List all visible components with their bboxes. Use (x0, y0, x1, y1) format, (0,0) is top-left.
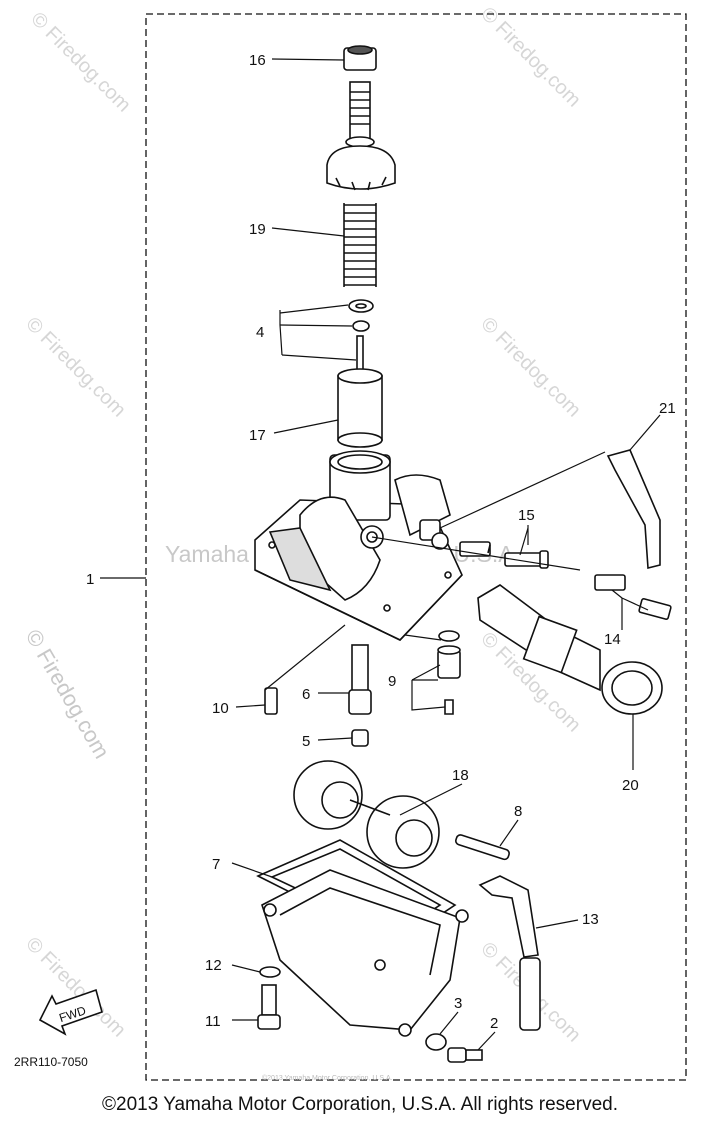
part-8-float-pin (455, 834, 510, 861)
part-18-float (293, 760, 440, 869)
watermark-tile: © Firedog.com (476, 3, 585, 112)
part-4-clip-washer (348, 299, 374, 332)
callout-13: 13 (582, 911, 599, 928)
callout-3: 3 (454, 995, 462, 1012)
callout-6: 6 (302, 686, 310, 703)
fwd-arrow-icon (38, 988, 103, 1036)
callout-20: 20 (622, 777, 639, 794)
callout-12: 12 (205, 957, 222, 974)
callout-10: 10 (212, 700, 229, 717)
part-19-spring (343, 203, 377, 287)
tiny-footer: ©2013 Yamaha Motor Corporation, U.S.A. (262, 1074, 393, 1082)
watermark-tile: © Firedog.com (21, 933, 130, 1042)
diagram-code: 2RR110-7050 (14, 1055, 88, 1069)
callout-18: 18 (452, 767, 469, 784)
callout-16: 16 (249, 52, 266, 69)
part-9-jet (437, 630, 461, 715)
part-14-screws (594, 574, 672, 620)
callout-5: 5 (302, 733, 310, 750)
assembly-frame (145, 13, 687, 1081)
part-16-nut (343, 45, 377, 71)
part-6-needle-jet (348, 644, 372, 715)
callout-21: 21 (659, 400, 676, 417)
part-mixing-chamber-top (326, 81, 396, 191)
callout-8: 8 (514, 803, 522, 820)
callout-15: 15 (518, 507, 535, 524)
watermark-tile: © Firedog.com (476, 313, 585, 422)
callout-4: 4 (256, 324, 264, 341)
part-21-hose (606, 449, 661, 570)
part-11-screw (257, 984, 281, 1030)
callout-19: 19 (249, 221, 266, 238)
callout-1: 1 (86, 571, 94, 588)
watermark-tile: © Firedog.com (21, 313, 130, 422)
part-1-carburetor-body (254, 450, 463, 641)
callout-14: 14 (604, 631, 621, 648)
leader-lines (100, 58, 661, 1051)
callout-labels: 16 19 4 17 21 15 1 14 9 10 6 5 20 18 8 7… (86, 52, 676, 1032)
callout-11: 11 (205, 1013, 221, 1030)
callout-2: 2 (490, 1015, 498, 1032)
callout-17: 17 (249, 427, 266, 444)
part-float-bowl (261, 869, 469, 1037)
part-3-washer (425, 1033, 447, 1051)
callout-7: 7 (212, 856, 220, 873)
watermark-side: © Firedog.com (21, 625, 115, 763)
part-2-screw (447, 1047, 483, 1063)
part-13-drain-hose (478, 875, 541, 1031)
watermark-tile: © Firedog.com (26, 8, 135, 117)
callout-9: 9 (388, 673, 396, 690)
part-17-throttle-valve (337, 368, 383, 448)
part-10-pilot-jet (264, 687, 278, 715)
part-5-main-jet (351, 729, 369, 747)
part-12-washer (259, 966, 281, 978)
part-20-starter-plunger (477, 584, 663, 715)
parts-layer (38, 45, 672, 1063)
copyright-text: ©2013 Yamaha Motor Corporation, U.S.A. A… (102, 1094, 618, 1115)
